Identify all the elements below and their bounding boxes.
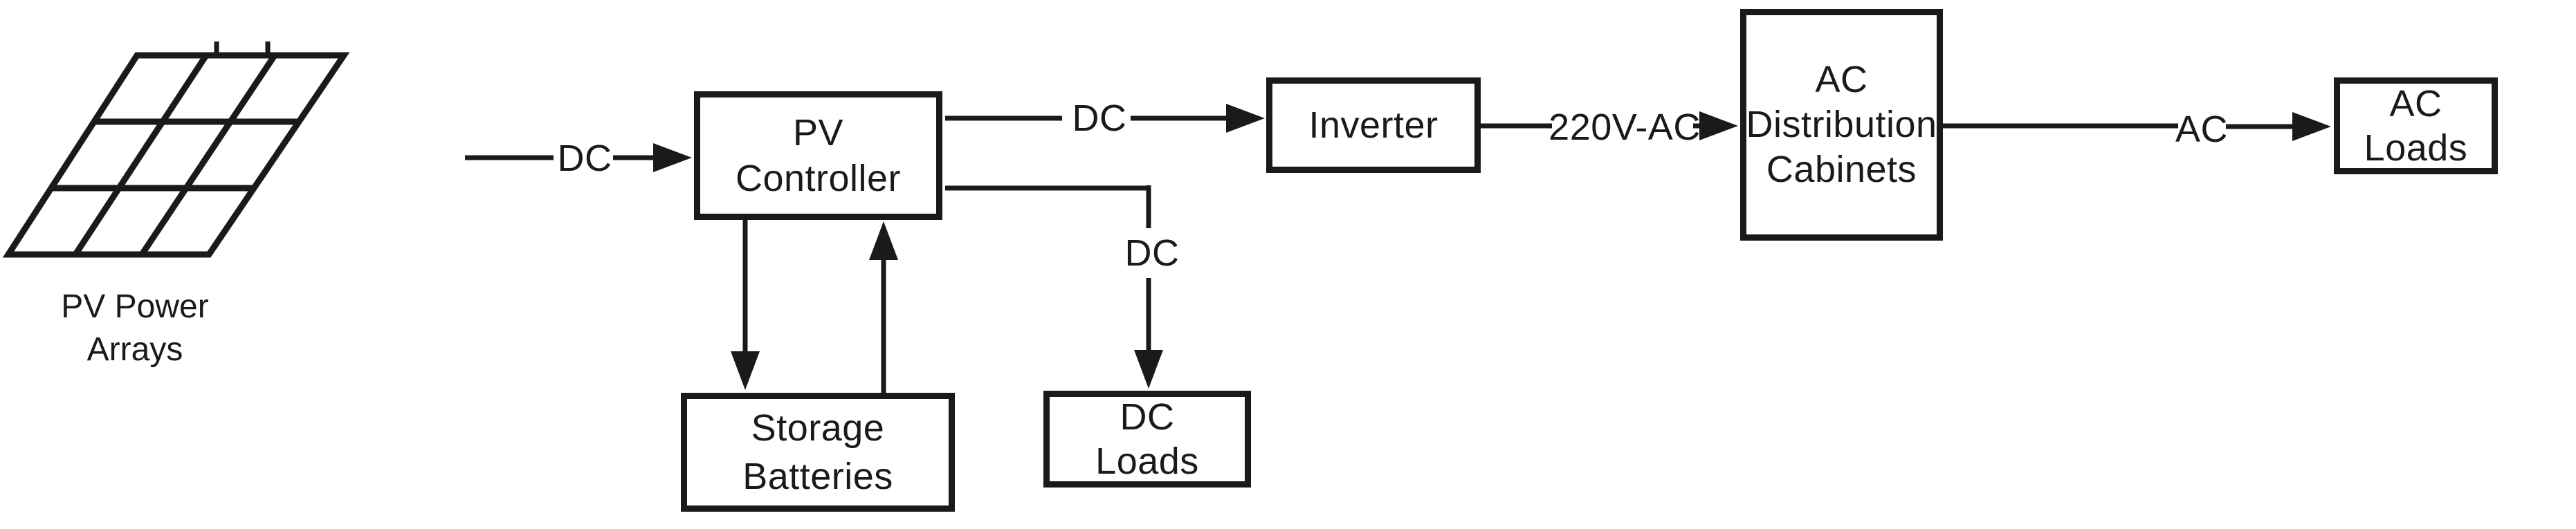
arrowhead-into-inverter-icon [1226, 104, 1265, 133]
ac-distribution-label: Distribution [1746, 104, 1937, 145]
pv-power-arrays-caption: PV Power Arrays [61, 288, 209, 368]
wire-label-dc-controller-to-inverter: DC [1072, 98, 1127, 139]
pv-controller-label: Controller [735, 158, 902, 199]
dc-loads-label: DC [1120, 396, 1175, 438]
ac-loads-label: AC [2389, 83, 2442, 124]
storage-batteries-label: Storage [751, 407, 885, 449]
inverter-box: Inverter [1266, 77, 1481, 173]
wire-label-ac: AC [2175, 109, 2229, 150]
arrowhead-into-ac-loads-icon [2292, 112, 2331, 141]
ac-distribution-label: Cabinets [1766, 149, 1917, 190]
storage-batteries-box: Storage Batteries [681, 393, 955, 512]
arrowhead-into-dc-loads-icon [1134, 350, 1163, 389]
pv-controller-label: PV [792, 112, 844, 154]
ac-loads-label: Loads [2364, 127, 2468, 169]
dc-loads-label: Loads [1095, 440, 1199, 482]
arrowhead-into-batteries-icon [731, 351, 760, 390]
ac-distribution-label: AC [1815, 59, 1868, 100]
wire-label-dc-array-to-controller: DC [557, 138, 612, 179]
wire-label-220v-ac: 220V-AC [1549, 106, 1701, 148]
ac-loads-box: AC Loads [2334, 77, 2498, 174]
dc-loads-box: DC Loads [1043, 391, 1251, 488]
pv-array-icon [2, 41, 350, 258]
ac-distribution-cabinets-box: AC Distribution Cabinets [1740, 9, 1943, 241]
arrowhead-into-distribution-icon [1699, 111, 1738, 140]
inverter-label: Inverter [1308, 104, 1438, 146]
storage-batteries-label: Batteries [742, 456, 893, 497]
wire-label-dc-controller-to-dc-loads: DC [1124, 232, 1180, 274]
arrowhead-into-controller-bottom-icon [869, 221, 898, 260]
pv-controller-box: PV Controller [694, 91, 942, 220]
arrowhead-into-controller-icon [653, 143, 692, 172]
